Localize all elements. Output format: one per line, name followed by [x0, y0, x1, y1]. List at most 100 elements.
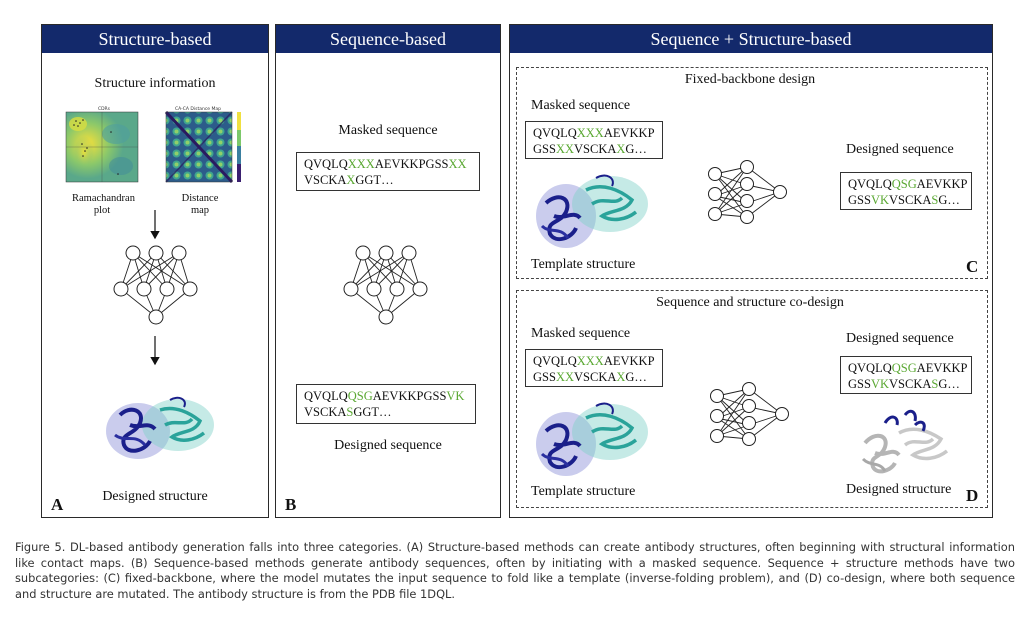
residue-segment: GSS [848, 377, 871, 391]
panel-a-designed-structure-label: Designed structure [102, 489, 208, 504]
ramachandran-plot-image: CDRs [65, 106, 139, 183]
panel-d-letter: D [966, 486, 979, 505]
residue-segment: QVQLQ [533, 126, 577, 140]
residue-segment: GGT… [353, 405, 392, 419]
neural-network-a-icon [113, 245, 198, 325]
residue-segment: QVQLQ [533, 354, 577, 368]
seq-line: QVQLQQSGAEVKKP [848, 360, 967, 376]
masked-residue: XXX [576, 354, 604, 368]
panel-d-masked-sequence-box: QVQLQXXXAEVKKP GSSXXVSCKAXG… [525, 349, 663, 387]
seq-line: QVQLQXXXAEVKKP [533, 125, 655, 141]
panel-c-masked-label: Masked sequence [531, 98, 631, 113]
panel-sequence-based: Sequence-based [275, 24, 501, 518]
designed-structure-d-image [861, 409, 949, 474]
residue-segment: G… [625, 142, 647, 156]
residue-segment: VSCKA [889, 377, 932, 391]
residue-segment: GSS [533, 142, 556, 156]
residue-segment: QVQLQ [304, 157, 348, 171]
panel-a-letter: A [51, 495, 64, 514]
panel-b-masked-sequence-box: QVQLQXXXAEVKKPGSSXX VSCKAXGGT… [296, 152, 480, 191]
seq-line: QVQLQXXXAEVKKP [533, 353, 655, 369]
panel-c-masked-sequence-box: QVQLQXXXAEVKKP GSSXXVSCKAXG… [525, 121, 663, 159]
masked-residue: S [931, 193, 939, 207]
panel-d-designed-label: Designed sequence [846, 331, 954, 346]
seq-line: QVQLQQSGAEVKKPGSSVK [304, 388, 468, 404]
residue-segment: AEVKKP [916, 361, 968, 375]
masked-residue: QSG [891, 361, 917, 375]
residue-segment: VSCKA [304, 173, 347, 187]
figure-caption: Figure 5. DL-based antibody generation f… [15, 540, 1015, 601]
masked-residue: VK [870, 193, 889, 207]
seq-line: VSCKASGGT… [304, 404, 468, 420]
distance-map-image: CA-CA Distance Map [164, 106, 241, 184]
seq-line: QVQLQXXXAEVKKPGSSXX [304, 156, 472, 172]
panel-c-designed-label: Designed sequence [846, 142, 954, 157]
residue-segment: VSCKA [889, 193, 932, 207]
panel-structure-based: Structure-based [41, 24, 269, 518]
neural-network-b-icon [343, 245, 428, 325]
residue-segment: VSCKA [574, 142, 617, 156]
template-structure-c-image [536, 174, 648, 248]
residue-segment: GGT… [355, 173, 394, 187]
seq-line: VSCKAXGGT… [304, 172, 472, 188]
seq-line: GSSVKVSCKASG… [848, 376, 964, 392]
panel-c-letter: C [966, 257, 979, 276]
template-structure-d-image [536, 402, 648, 476]
masked-residue: VK [870, 377, 889, 391]
masked-residue: QSG [347, 389, 373, 403]
masked-residue: S [346, 405, 354, 419]
panel-c-designed-sequence-box: QVQLQQSGAEVKKP GSSVKVSCKASG… [840, 172, 972, 210]
structure-info-title: Structure information [94, 76, 216, 91]
seq-line: QVQLQQSGAEVKKP [848, 176, 967, 192]
residue-segment: AEVKKPGSS [372, 389, 447, 403]
masked-residue: XX [555, 142, 574, 156]
masked-residue: XXX [347, 157, 375, 171]
fixed-backbone-title: Fixed-backbone design [684, 72, 816, 87]
panel-d-masked-label: Masked sequence [531, 326, 631, 341]
distance-plot-title: CA-CA Distance Map [175, 106, 221, 112]
codesign-title: Sequence and structure co-design [656, 295, 844, 310]
panel-b-designed-sequence-box: QVQLQQSGAEVKKPGSSVK VSCKASGGT… [296, 384, 476, 424]
residue-segment: AEVKKPGSS [374, 157, 449, 171]
ramachandran-label: Ramachandran plot [72, 193, 135, 216]
masked-residue: XXX [576, 126, 604, 140]
panel-b-designed-label: Designed sequence [334, 438, 442, 453]
panel-c-template-label: Template structure [531, 257, 636, 272]
panel-b-masked-label: Masked sequence [338, 123, 438, 138]
masked-residue: X [346, 173, 356, 187]
panel-d-template-label: Template structure [531, 484, 636, 499]
seq-line: GSSXXVSCKAXG… [533, 141, 655, 157]
codesign-box [516, 290, 988, 508]
distance-map-label: Distance map [181, 193, 219, 216]
fixed-backbone-box [516, 67, 988, 279]
residue-segment: AEVKKP [603, 354, 655, 368]
seq-line: GSSVKVSCKASG… [848, 192, 964, 208]
residue-segment: GSS [848, 193, 871, 207]
seq-line: GSSXXVSCKAXG… [533, 369, 655, 385]
neural-network-d-icon [710, 382, 789, 446]
residue-segment: G… [938, 193, 960, 207]
panel-a-header: Structure-based [42, 25, 268, 53]
masked-residue: S [931, 377, 939, 391]
neural-network-c-icon [708, 160, 787, 224]
residue-segment: G… [938, 377, 960, 391]
masked-residue: X [616, 142, 626, 156]
panel-b-header: Sequence-based [276, 25, 500, 53]
panel-cd-header: Sequence + Structure-based [510, 25, 992, 53]
masked-residue: X [616, 370, 626, 384]
masked-residue: XX [555, 370, 574, 384]
panel-d-designed-sequence-box: QVQLQQSGAEVKKP GSSVKVSCKASG… [840, 356, 972, 394]
residue-segment: AEVKKP [603, 126, 655, 140]
residue-segment: G… [625, 370, 647, 384]
rama-plot-title: CDRs [98, 106, 111, 112]
panel-b-letter: B [285, 495, 297, 514]
panel-d-designed-structure-label: Designed structure [846, 482, 952, 497]
residue-segment: QVQLQ [848, 177, 892, 191]
residue-segment: VSCKA [574, 370, 617, 384]
residue-segment: GSS [533, 370, 556, 384]
antibody-structure-a-image [106, 396, 214, 459]
masked-residue: VK [446, 389, 465, 403]
residue-segment: QVQLQ [304, 389, 348, 403]
residue-segment: QVQLQ [848, 361, 892, 375]
masked-residue: QSG [891, 177, 917, 191]
